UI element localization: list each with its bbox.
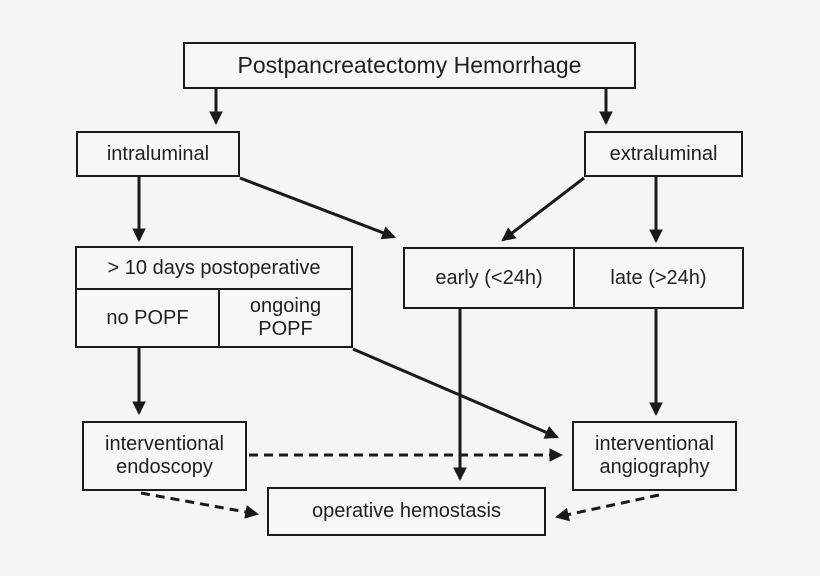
- node-no-popf-label: no POPF: [106, 306, 189, 329]
- node-angiography-line2: angiography: [599, 456, 710, 478]
- node-postpancreatectomy-hemorrhage: Postpancreatectomy Hemorrhage: [183, 42, 636, 89]
- node-ongoing-popf-line2: POPF: [258, 318, 313, 340]
- edge-ongoingpopf-to-angiography: [352, 347, 559, 439]
- node-late-24h-label: late (>24h): [610, 266, 707, 289]
- node-operative-hemostasis: operative hemostasis: [267, 487, 546, 536]
- node-intraluminal: intraluminal: [76, 131, 240, 177]
- node-ongoing-popf: ongoing POPF: [220, 290, 351, 346]
- node-ongoing-popf-line1: ongoing: [249, 295, 322, 317]
- node-early-24h: early (<24h): [405, 249, 575, 307]
- node-intraluminal-label: intraluminal: [106, 142, 210, 165]
- node-extraluminal-label: extraluminal: [609, 142, 718, 165]
- node-postop-header: > 10 days postoperative: [77, 248, 351, 290]
- node-interventional-angiography: interventional angiography: [572, 421, 737, 491]
- node-endoscopy-line2: endoscopy: [116, 456, 213, 478]
- edge-endoscopy-to-operative: [140, 491, 260, 519]
- node-operative-label: operative hemostasis: [312, 500, 501, 522]
- node-extraluminal: extraluminal: [584, 131, 743, 177]
- node-no-popf: no POPF: [77, 290, 220, 346]
- node-postoperative-group: > 10 days postoperative no POPF ongoing …: [75, 246, 353, 348]
- node-timing-cells: early (<24h) late (>24h): [405, 249, 742, 307]
- edge-angiography-to-operative: [554, 493, 660, 522]
- node-timing-group: early (<24h) late (>24h): [403, 247, 744, 309]
- node-late-24h: late (>24h): [575, 249, 742, 307]
- edge-intraluminal-to-early: [239, 176, 396, 240]
- node-early-24h-label: early (<24h): [435, 266, 543, 289]
- node-title-label: Postpancreatectomy Hemorrhage: [237, 52, 582, 79]
- node-endoscopy-line1: interventional: [105, 433, 224, 455]
- node-postop-cells: no POPF ongoing POPF: [77, 290, 351, 346]
- edge-extraluminal-to-early: [501, 176, 585, 242]
- node-angiography-line1: interventional: [595, 433, 714, 455]
- node-postop-header-label: > 10 days postoperative: [107, 256, 321, 279]
- node-interventional-endoscopy: interventional endoscopy: [82, 421, 247, 491]
